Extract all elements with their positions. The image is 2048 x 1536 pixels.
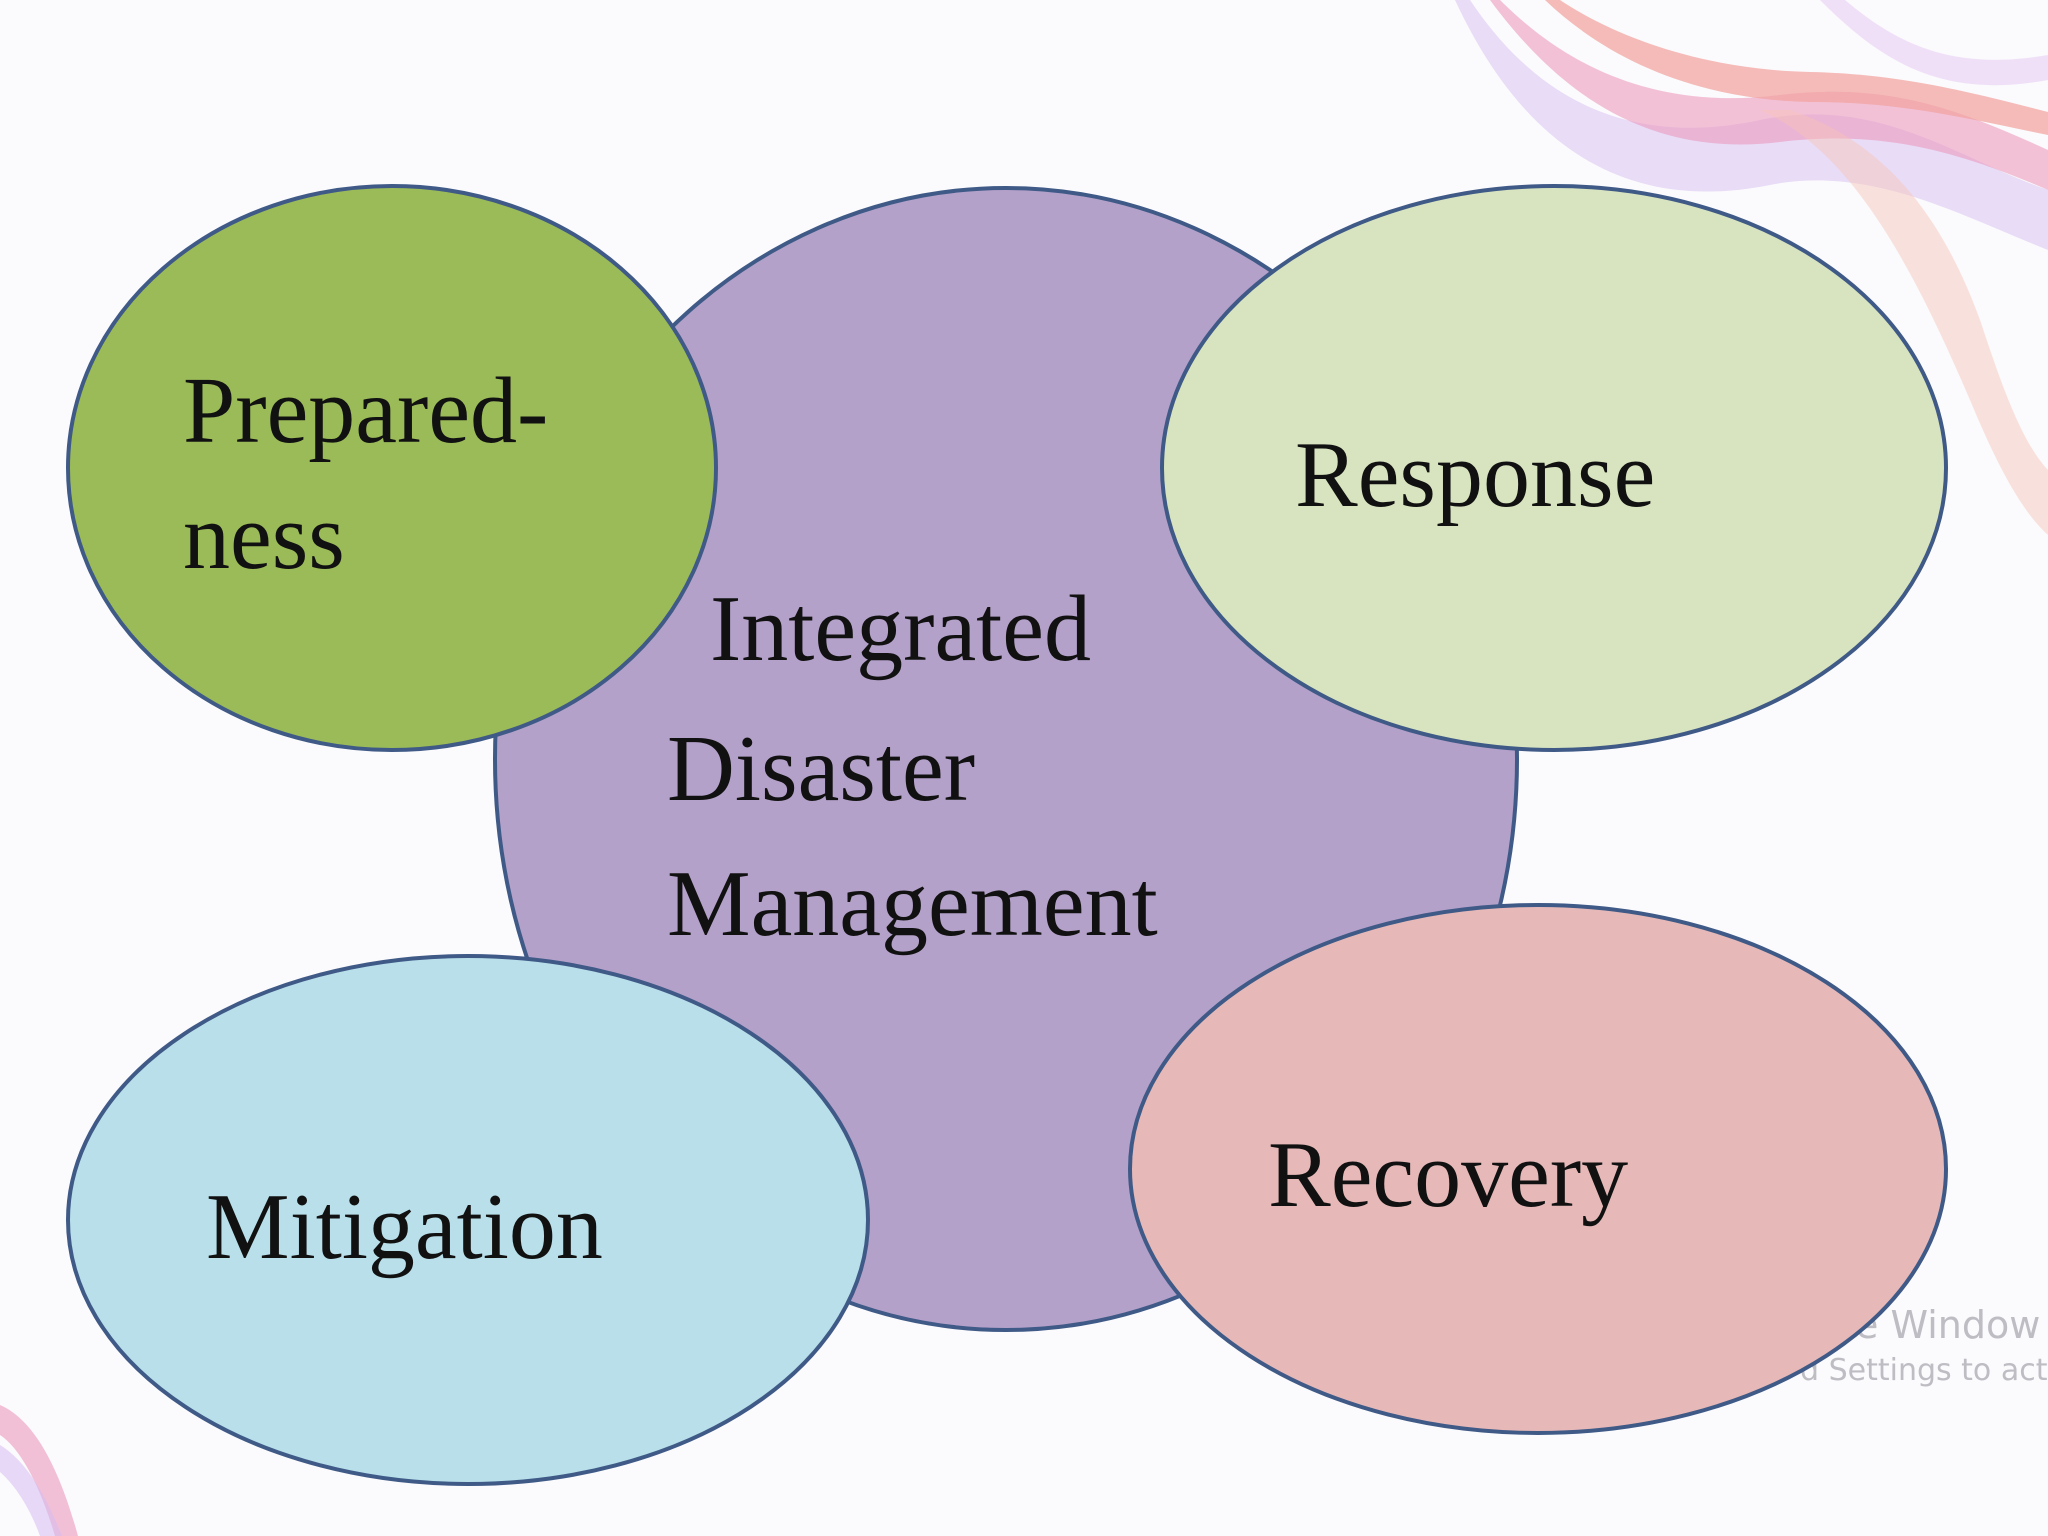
preparedness-label-line-2: ness bbox=[183, 485, 345, 589]
center-label-line-2: Disaster bbox=[667, 717, 975, 821]
mitigation-label-line-1: Mitigation bbox=[206, 1175, 603, 1279]
preparedness-ellipse bbox=[66, 184, 718, 752]
recovery-ellipse bbox=[1128, 903, 1948, 1435]
recovery-label-line-1: Recovery bbox=[1268, 1123, 1628, 1227]
response-node: Response bbox=[1160, 184, 1948, 752]
decorative-ribbon-bottom-left bbox=[0, 1405, 78, 1536]
watermark-line-1: e Window bbox=[1855, 1303, 2040, 1347]
center-label-line-3: Management bbox=[667, 852, 1158, 956]
center-label: Integrated Disaster Management bbox=[667, 577, 1158, 956]
response-ellipse bbox=[1160, 184, 1948, 752]
mitigation-ellipse bbox=[66, 954, 870, 1486]
mitigation-node: Mitigation bbox=[66, 954, 870, 1486]
center-label-line-1: Integrated bbox=[710, 577, 1091, 681]
watermark-line-2: d Settings to activ bbox=[1800, 1353, 2048, 1388]
response-label: Response bbox=[1295, 423, 1655, 527]
activation-watermark: e Window d Settings to activ bbox=[1800, 1303, 2048, 1388]
response-label-line-1: Response bbox=[1295, 423, 1655, 527]
preparedness-node: Prepared- ness bbox=[66, 184, 718, 752]
decorative-ribbon-top-right bbox=[1455, 0, 2048, 535]
preparedness-label-line-1: Prepared- bbox=[183, 359, 548, 463]
recovery-node: Recovery bbox=[1128, 903, 1948, 1435]
recovery-label: Recovery bbox=[1268, 1123, 1628, 1227]
mitigation-label: Mitigation bbox=[206, 1175, 603, 1279]
preparedness-label: Prepared- ness bbox=[183, 359, 572, 589]
